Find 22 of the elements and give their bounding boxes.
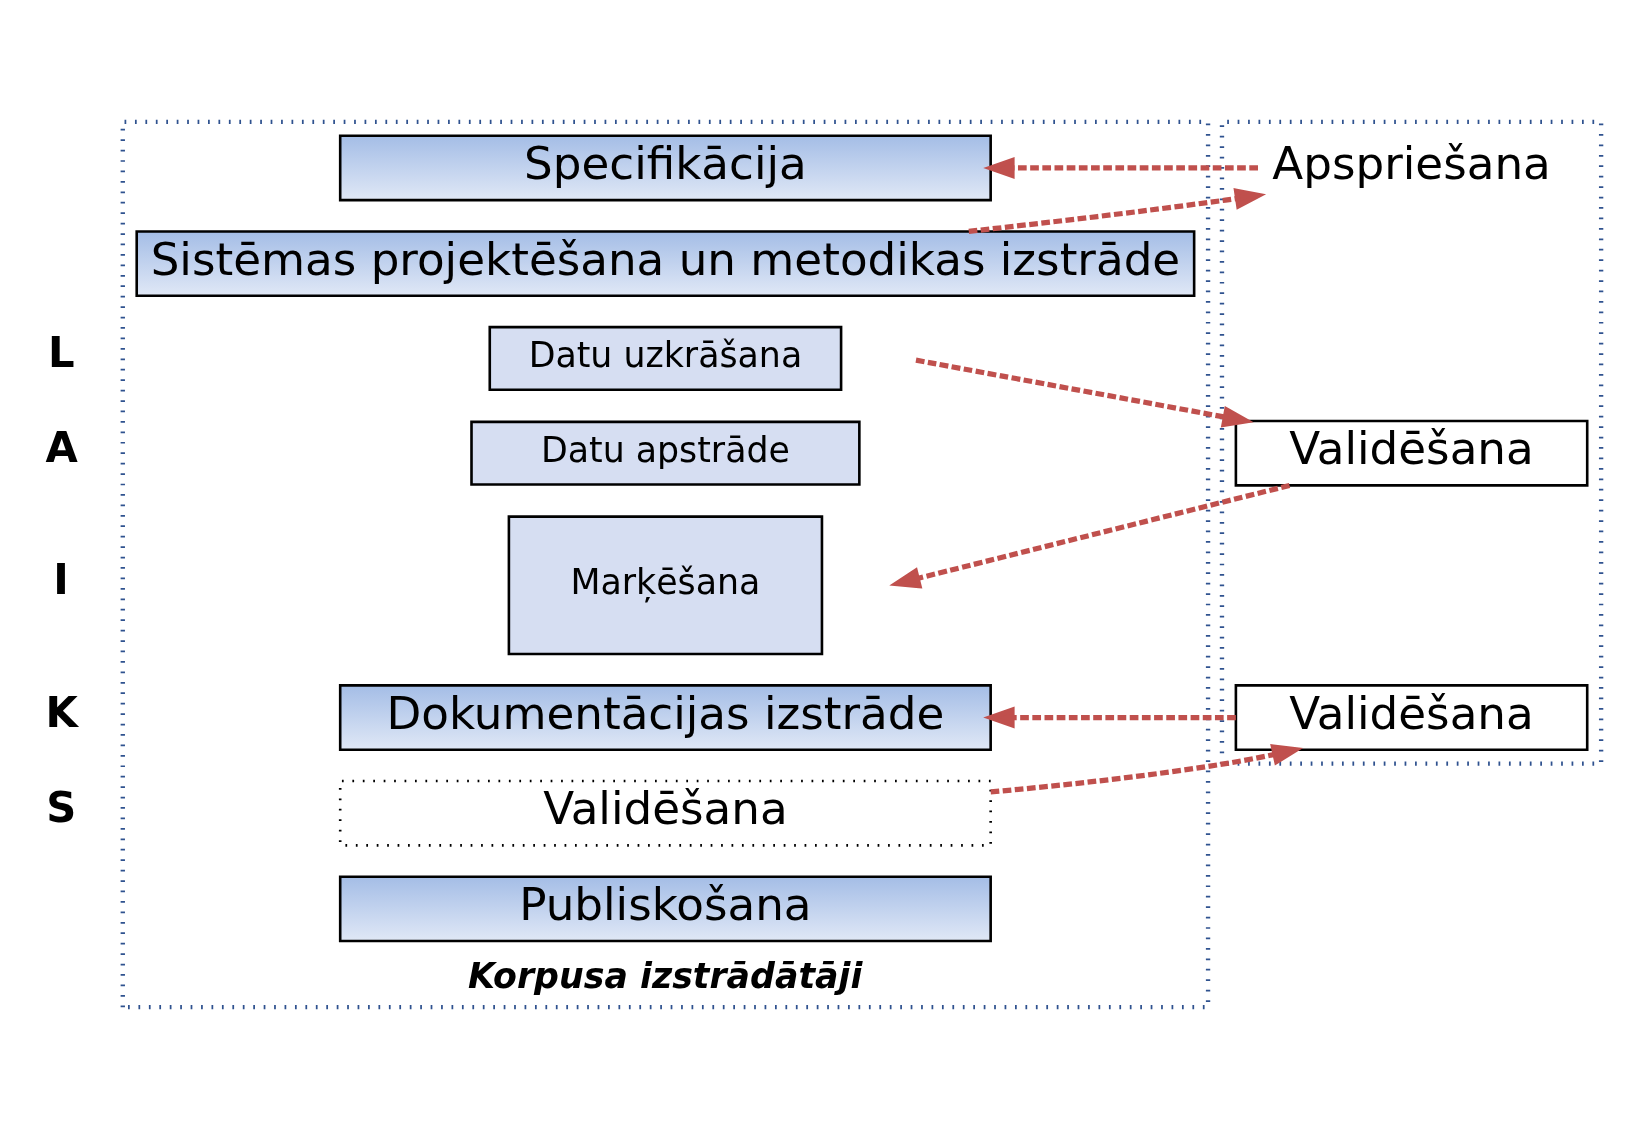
node-box: Validēšana — [1234, 419, 1589, 487]
node-text: Apspriešana — [1272, 136, 1551, 190]
node-box: Sistēmas projektēšana un metodikas izstrāde — [135, 229, 1196, 297]
label: L — [48, 327, 75, 377]
node-box: Datu apstrāde — [470, 420, 861, 486]
arrow — [968, 187, 1267, 234]
node-box: Validēšana — [338, 779, 992, 847]
node-box: Validēšana — [1234, 683, 1589, 751]
node-box: Marķēšana — [507, 514, 824, 655]
node-box: Dokumentācijas izstrāde — [338, 683, 992, 751]
node-box: Datu uzkrāšana — [488, 325, 843, 391]
label: S — [46, 782, 77, 832]
label: K — [45, 687, 78, 737]
label: A — [45, 422, 78, 472]
arrow — [983, 156, 1258, 179]
node-box: Publiskošana — [338, 874, 992, 942]
node-box: Specifikācija — [338, 133, 992, 201]
arrow — [915, 357, 1254, 427]
arrow — [990, 743, 1304, 795]
arrow — [983, 706, 1236, 729]
label: I — [53, 554, 69, 604]
arrow — [889, 482, 1291, 589]
